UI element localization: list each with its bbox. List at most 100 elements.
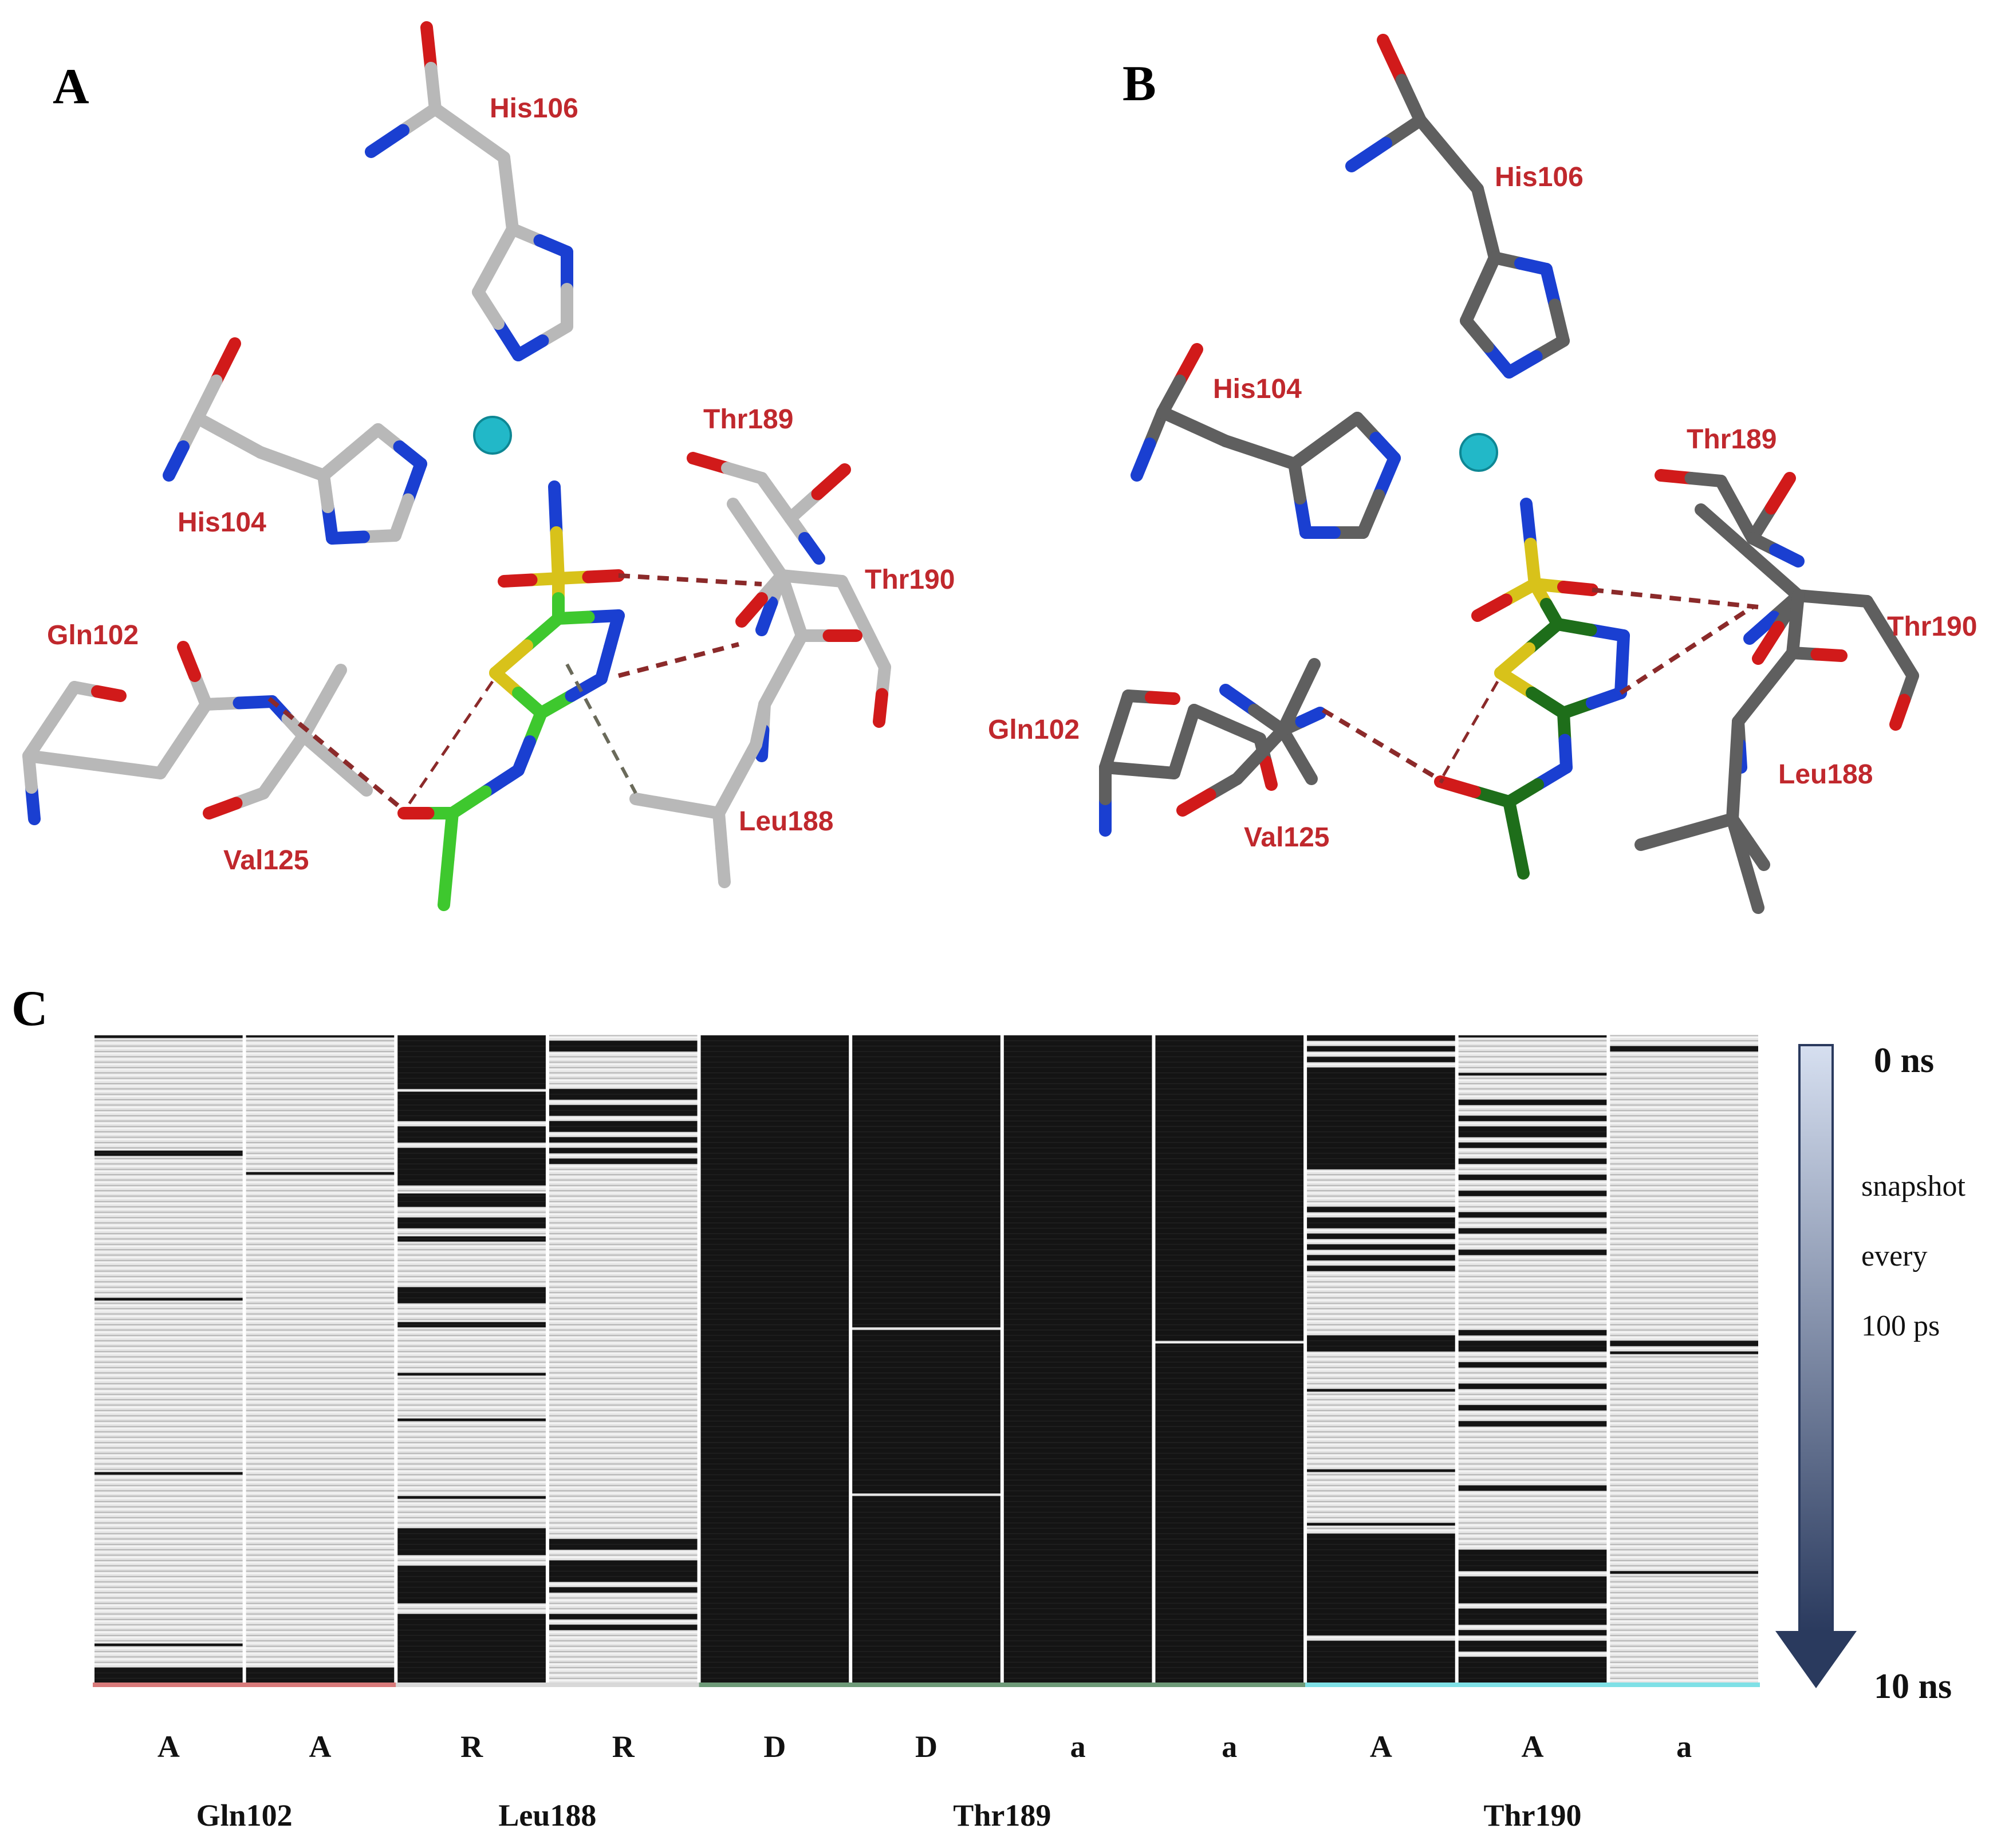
residue-group-bar: [699, 1682, 1306, 1687]
ligand-bond: [1510, 831, 1530, 880]
leu188-bond: [671, 799, 725, 819]
his106-bond: [429, 103, 476, 140]
his106-bond: [1443, 148, 1484, 195]
his106-bond: [489, 223, 519, 267]
thr189-bond: [798, 532, 825, 565]
hbond-occupancy-segment: [1458, 1609, 1607, 1625]
column-role-label: A: [1370, 1729, 1392, 1764]
leu188-bond: [1810, 648, 1848, 662]
gln102-bond: [22, 750, 101, 771]
thr190-bond: [1752, 621, 1785, 665]
hbond-occupancy-segment: [397, 1126, 546, 1143]
his104-bond: [1372, 452, 1401, 502]
ligand-bond: [438, 853, 455, 911]
hbond-occupancy-segment: [1458, 1175, 1607, 1180]
hbond-occupancy-segment: [1458, 1576, 1607, 1603]
hbond-occupancy-segment: [397, 1496, 546, 1499]
hbond-occupancy-segment: [549, 1614, 698, 1620]
hbond-occupancy-segment: [397, 1528, 546, 1555]
hbond-occupancy-segment: [246, 1172, 395, 1175]
thr189-bond: [727, 498, 764, 546]
label-a-his104: His104: [178, 507, 266, 538]
residue-group-bar: [1305, 1682, 1760, 1687]
ligand-bond: [548, 480, 563, 539]
label-a-thr189: Thr189: [703, 404, 793, 435]
hbond-occupancy-segment: [1458, 1384, 1607, 1389]
hbond-occupancy-segment: [1307, 1255, 1455, 1260]
hbond-occupancy-segment: [1458, 1228, 1607, 1234]
gln102-bond: [177, 641, 201, 682]
his104-bond: [389, 493, 415, 542]
gln102-bond: [1259, 755, 1278, 791]
hbond-occupancy-segment: [1458, 1485, 1607, 1491]
his104-bond: [163, 440, 190, 482]
zinc-ion: [1459, 433, 1498, 472]
gln102-bond: [177, 698, 212, 745]
panel-letter-c: C: [11, 981, 48, 1037]
ligand-bond: [442, 807, 459, 865]
hbond-occupancy-segment: [397, 1193, 546, 1207]
his104-bond: [210, 337, 241, 387]
hbond-occupancy-segment: [1458, 1250, 1607, 1255]
label-a-thr190: Thr190: [865, 565, 955, 595]
thr190-bond: [735, 592, 768, 628]
his106-bond: [1395, 74, 1427, 127]
his106-bond: [1474, 251, 1501, 295]
leu188-bond: [712, 773, 744, 819]
label-b-thr189: Thr189: [1687, 424, 1777, 455]
hbond-occupancy-segment: [1003, 1035, 1152, 1684]
snapshot-label-line1: snapshot: [1861, 1170, 1966, 1203]
hbond-occupancy-segment: [549, 1159, 698, 1164]
hbond-occupancy-segment: [1458, 1073, 1607, 1076]
thr189-bond: [1764, 472, 1796, 515]
hbond-occupancy-segment: [1458, 1362, 1607, 1368]
val125-bond: [329, 756, 373, 797]
hbond-line: [1321, 708, 1445, 784]
gln102-bond: [154, 732, 190, 779]
his104-bond: [317, 469, 334, 513]
his106-bond: [365, 124, 409, 158]
zinc-ion: [473, 416, 512, 455]
his106-bond: [397, 103, 442, 137]
residue-group-bar: [396, 1682, 699, 1687]
leu188-bond: [1634, 825, 1693, 851]
panel-a-structure: [22, 21, 891, 911]
hbond-occupancy-segment: [94, 1667, 243, 1684]
val125-bond: [1292, 658, 1321, 704]
ligand-bond: [489, 639, 533, 679]
ligand-bond: [1524, 538, 1541, 590]
thr189-bond: [1695, 503, 1756, 559]
his104-bond: [401, 458, 427, 506]
ligand-bond: [521, 612, 565, 652]
thr190-bond: [1884, 632, 1919, 682]
hbond-occupancy-segment: [1307, 1523, 1455, 1526]
hbond-occupancy-segment: [1458, 1142, 1607, 1148]
hbond-occupancy-segment: [1307, 1046, 1455, 1052]
thr189-bond: [1743, 546, 1805, 602]
residue-group-label: Thr190: [1484, 1798, 1582, 1833]
thr190-bond: [836, 575, 870, 631]
hbond-occupancy-segment: [549, 1148, 698, 1153]
hbond-occupancy-segment: [1307, 1266, 1455, 1271]
val125-bond: [1291, 748, 1318, 785]
time-arrow: [1775, 1044, 1857, 1688]
column-role-label: a: [1070, 1729, 1086, 1764]
hbond-occupancy-segment: [700, 1035, 849, 1684]
hbond-line: [405, 680, 494, 809]
hbond-occupancy-segment: [94, 1298, 243, 1301]
label-b-gln102: Gln102: [988, 715, 1080, 745]
thr189-bond: [751, 533, 788, 582]
hbond-occupancy-segment: [852, 1496, 1001, 1684]
hbond-line: [1592, 588, 1759, 609]
val125-bond: [297, 730, 341, 770]
hbond-occupancy-segment: [1458, 1212, 1607, 1218]
hbond-occupancy-segment: [1307, 1244, 1455, 1250]
leu188-bond: [715, 841, 731, 888]
time-end-label: 10 ns: [1874, 1667, 1952, 1706]
column-role-label: D: [763, 1729, 786, 1764]
hbond-occupancy-segment: [1458, 1630, 1607, 1636]
panel-letter-b: B: [1122, 56, 1156, 112]
ligand-bond: [582, 569, 625, 584]
label-b-his104: His104: [1213, 374, 1302, 404]
label-b-his106: His106: [1495, 162, 1584, 192]
